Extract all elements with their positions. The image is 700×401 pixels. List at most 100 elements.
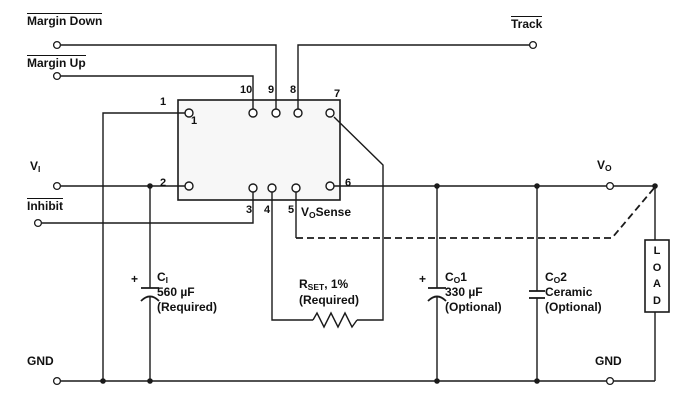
wire-pin1-gnd — [102, 112, 185, 381]
pin-6 — [325, 181, 335, 191]
junction-ci-gnd — [147, 378, 153, 384]
margin-down-text: Margin Down — [27, 13, 103, 28]
capacitor-co1-symbol — [427, 287, 447, 302]
wire-rset-pin7 — [333, 116, 384, 321]
terminal-gnd-right — [605, 376, 615, 386]
vout-sense-label: VOSense — [301, 205, 351, 221]
margin-down-label: Margin Down — [27, 13, 103, 29]
load-letter-a: A — [653, 278, 661, 291]
track-text: Track — [511, 16, 543, 31]
ci-note: (Required) — [157, 300, 217, 314]
vin-base: V — [30, 159, 39, 173]
ci-name: CI — [157, 270, 169, 286]
junction-ci-vin — [147, 183, 153, 189]
rset-name: RSET, 1% — [299, 277, 349, 293]
co2-name: CO2 — [545, 270, 567, 286]
rset-name-rest: , 1% — [324, 277, 349, 291]
wire-inhibit — [42, 192, 254, 224]
load-box — [644, 239, 670, 313]
co1-note: (Optional) — [445, 300, 502, 314]
pin-3 — [248, 183, 258, 193]
margin-up-text: Margin Up — [27, 55, 86, 70]
sense-dashed-wire — [296, 186, 656, 239]
terminal-vout — [605, 181, 615, 191]
vin-label: VI — [30, 159, 40, 175]
junction-dots — [100, 183, 658, 384]
co2-name-base: C — [545, 270, 554, 284]
rset-name-base: R — [299, 277, 308, 291]
ci-name-base: C — [157, 270, 166, 284]
vout-sub: O — [605, 163, 612, 173]
pin-label-4: 4 — [264, 204, 271, 216]
rset-name-sub: SET — [307, 282, 325, 292]
terminal-margin-up — [52, 71, 62, 81]
co2-value: Ceramic — [545, 285, 593, 299]
pin-label-3: 3 — [246, 204, 253, 216]
module-body — [177, 99, 341, 201]
pin-label-8: 8 — [290, 84, 297, 96]
margin-up-label: Margin Up — [27, 55, 86, 71]
wire-sense-dashed — [296, 186, 656, 239]
pin-10 — [248, 108, 258, 118]
pin-2 — [184, 181, 194, 191]
wire-margin-down — [61, 44, 277, 109]
capacitor-ci-symbol — [140, 287, 160, 302]
vout-sense-sub: O — [309, 210, 316, 220]
co2-name-sub: O — [553, 275, 561, 285]
co1-name-sub: O — [453, 275, 461, 285]
co1-name-base: C — [445, 270, 454, 284]
pin-5 — [291, 183, 301, 193]
load-rect — [644, 239, 670, 313]
inhibit-label: Inhibit — [27, 198, 63, 214]
junction-co2-gnd — [534, 378, 540, 384]
pin-1 — [184, 108, 194, 118]
junction-co1-gnd — [434, 378, 440, 384]
pin-7 — [325, 108, 335, 118]
co1-plate-curved — [427, 295, 447, 302]
pin-label-7: 7 — [334, 88, 341, 100]
co2-note: (Optional) — [545, 300, 602, 314]
vout-sense-base: V — [301, 205, 310, 219]
inhibit-text: Inhibit — [27, 198, 63, 213]
terminals — [33, 40, 615, 386]
co1-polarity: + — [419, 272, 427, 286]
vout-label: VO — [597, 158, 612, 174]
pin-label-10: 10 — [240, 84, 253, 96]
load-letter-d: D — [653, 295, 661, 308]
track-label: Track — [511, 16, 543, 32]
load-letter-l: L — [653, 244, 661, 257]
ci-polarity: + — [131, 272, 139, 286]
vout-base: V — [597, 158, 606, 172]
wire-track — [297, 44, 529, 109]
gnd-right-label: GND — [595, 354, 622, 368]
terminal-margin-down — [52, 40, 62, 50]
ci-plate-curved — [140, 295, 160, 302]
pin-label-1-inner: 1 — [191, 115, 198, 127]
junction-pin1-gnd — [100, 378, 106, 384]
ci-value: 560 µF — [157, 285, 195, 299]
rset-note: (Required) — [299, 293, 359, 307]
pin-label-5: 5 — [288, 204, 295, 216]
resistor-rset-symbol — [312, 311, 358, 329]
module-pins — [184, 108, 335, 193]
pin-label-2: 2 — [160, 177, 167, 189]
wire-pin4-rset — [271, 192, 313, 321]
load-label: L O A D — [645, 240, 669, 312]
pin-9 — [271, 108, 281, 118]
gnd-left-label: GND — [27, 354, 54, 368]
capacitor-co2-symbol — [529, 290, 545, 299]
co1-value: 330 µF — [445, 285, 483, 299]
terminal-vin — [52, 181, 62, 191]
wires — [42, 44, 656, 382]
module-outline — [177, 99, 341, 201]
junction-vout-load — [652, 183, 658, 189]
pin-label-6: 6 — [345, 177, 352, 189]
ci-name-sub: I — [165, 275, 169, 285]
terminal-inhibit — [33, 218, 43, 228]
pin-4 — [267, 183, 277, 193]
co1-name: CO1 — [445, 270, 467, 286]
terminal-gnd-left — [52, 376, 62, 386]
load-letter-o: O — [652, 261, 662, 274]
